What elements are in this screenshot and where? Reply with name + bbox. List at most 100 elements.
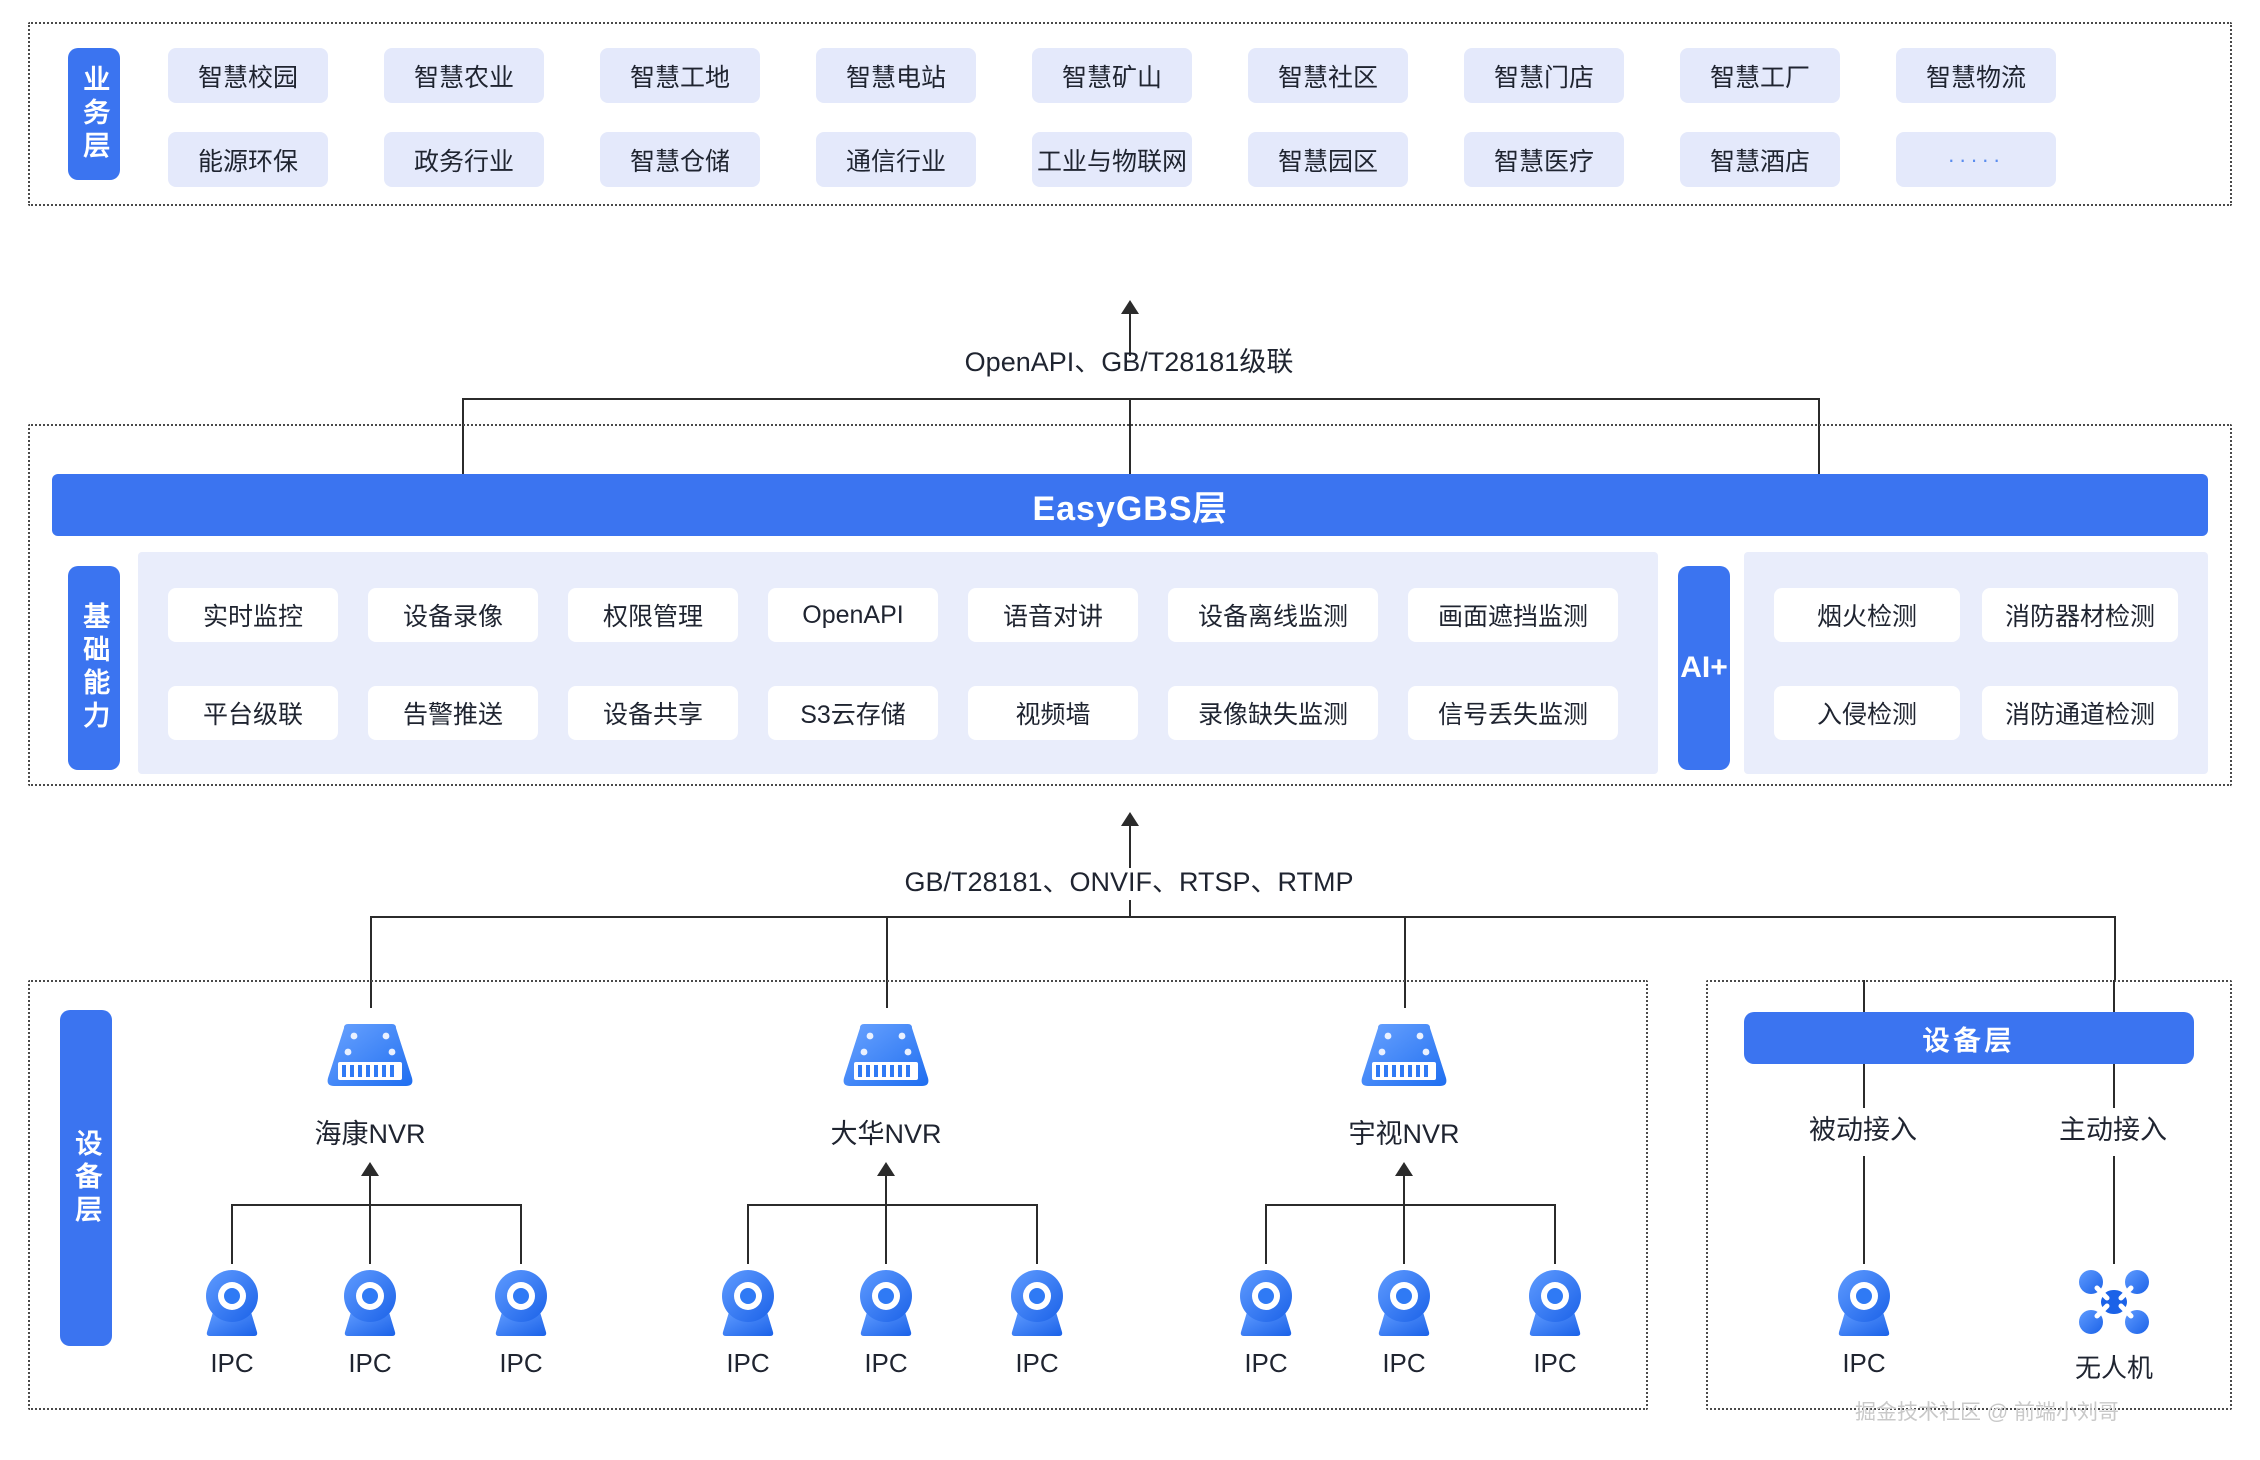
business-chip[interactable]: 政务行业 [384, 132, 544, 187]
nvr-icon-haikang [322, 1022, 418, 1105]
ipc-icon [1831, 1266, 1897, 1343]
ai-chip[interactable]: 消防通道检测 [1982, 686, 2178, 740]
business-chip[interactable]: 智慧仓储 [600, 132, 760, 187]
nvr-icon-dahua [838, 1022, 934, 1105]
right-branch-active-mid [2113, 1064, 2115, 1108]
capability-chip[interactable]: 录像缺失监测 [1168, 686, 1378, 740]
ipc-icon [853, 1266, 919, 1343]
business-chip[interactable]: 智慧社区 [1248, 48, 1408, 103]
easygbs-band: EasyGBS层 [52, 474, 2208, 536]
capability-chip[interactable]: S3云存储 [768, 686, 938, 740]
connector-top-label: OpenAPI、GB/T28181级联 [964, 347, 1294, 377]
connector-bottom-bus [370, 916, 2114, 918]
ipc-camera-icon [1838, 1270, 1890, 1336]
nvr-drop-1 [370, 916, 372, 1008]
nvr-3-stem [1403, 1174, 1405, 1204]
business-chip[interactable]: 智慧工地 [600, 48, 760, 103]
capability-chip[interactable]: 权限管理 [568, 588, 738, 642]
drone-icon-wrap [2077, 1268, 2151, 1341]
ipc-label: IPC [1244, 1348, 1288, 1378]
nvr-label: 宇视NVR [1348, 1119, 1460, 1149]
business-chip[interactable]: 能源环保 [168, 132, 328, 187]
capability-chip[interactable]: 画面遮挡监测 [1408, 588, 1618, 642]
nvr-3-arrowhead [1395, 1162, 1413, 1176]
device-label: 无人机 [2074, 1353, 2153, 1383]
capability-chip[interactable]: 平台级联 [168, 686, 338, 740]
ipc-icon [1522, 1266, 1588, 1343]
device-layer-right-title: 设备层 [1744, 1012, 2194, 1064]
ipc-label: IPC [499, 1348, 543, 1378]
device-layer-right-frame [1706, 980, 2232, 1410]
connector-bottom-stem [1129, 824, 1131, 868]
business-layer-label: 业务层 [68, 48, 120, 180]
right-branch-active-low [2113, 1156, 2115, 1264]
ai-plus-panel [1744, 552, 2208, 774]
business-chip[interactable]: 工业与物联网 [1032, 132, 1192, 187]
nvr-1-bus [231, 1204, 521, 1206]
business-chip-more[interactable]: ····· [1896, 132, 2056, 187]
ipc-icon [715, 1266, 781, 1343]
nvr-2-bus [747, 1204, 1037, 1206]
ipc-label: IPC [348, 1348, 392, 1378]
ipc-riser [885, 1204, 887, 1264]
capability-chip[interactable]: 设备录像 [368, 588, 538, 642]
ipc-camera-icon [1529, 1270, 1581, 1336]
capability-chip[interactable]: 语音对讲 [968, 588, 1138, 642]
capability-chip[interactable]: 设备共享 [568, 686, 738, 740]
drone-icon [2079, 1270, 2149, 1334]
ipc-label: IPC [864, 1348, 908, 1378]
access-mode-label: 被动接入 [1809, 1115, 1917, 1145]
business-chip[interactable]: 智慧农业 [384, 48, 544, 103]
device-label: IPC [1842, 1348, 1886, 1378]
nvr-3-bus [1265, 1204, 1555, 1206]
watermark: 掘金技术社区 @ 前端小刘哥 [1855, 1401, 2119, 1424]
ipc-camera-icon [344, 1270, 396, 1336]
nvr-label: 海康NVR [314, 1119, 426, 1149]
ipc-icon [199, 1266, 265, 1343]
business-chip[interactable]: 智慧酒店 [1680, 132, 1840, 187]
nvr-2-arrowhead [877, 1162, 895, 1176]
nvr-1-arrowhead [361, 1162, 379, 1176]
ipc-riser [1403, 1204, 1405, 1264]
ipc-camera-icon [722, 1270, 774, 1336]
business-chip[interactable]: 智慧园区 [1248, 132, 1408, 187]
business-chip[interactable]: 智慧门店 [1464, 48, 1624, 103]
capability-chip[interactable]: 信号丢失监测 [1408, 686, 1618, 740]
ipc-label: IPC [1382, 1348, 1426, 1378]
connector-top-stem [1129, 312, 1131, 356]
ipc-riser [231, 1204, 233, 1264]
capability-chip[interactable]: 实时监控 [168, 588, 338, 642]
business-chip[interactable]: 智慧校园 [168, 48, 328, 103]
base-capability-panel [138, 552, 1658, 774]
ai-chip[interactable]: 烟火检测 [1774, 588, 1960, 642]
ipc-icon [1004, 1266, 1070, 1343]
ai-chip[interactable]: 消防器材检测 [1982, 588, 2178, 642]
ipc-riser [747, 1204, 749, 1264]
nvr-device-icon [843, 1024, 929, 1086]
capability-chip[interactable]: OpenAPI [768, 588, 938, 642]
right-branch-active-top [2113, 980, 2115, 1012]
business-chip[interactable]: 智慧电站 [816, 48, 976, 103]
business-chip[interactable]: 智慧工厂 [1680, 48, 1840, 103]
ipc-camera-icon [495, 1270, 547, 1336]
ipc-label: IPC [210, 1348, 254, 1378]
ipc-camera-icon [1240, 1270, 1292, 1336]
ai-chip[interactable]: 入侵检测 [1774, 686, 1960, 740]
capability-chip[interactable]: 告警推送 [368, 686, 538, 740]
business-chip[interactable]: 智慧医疗 [1464, 132, 1624, 187]
capability-chip[interactable]: 设备离线监测 [1168, 588, 1378, 642]
ipc-camera-icon [860, 1270, 912, 1336]
connector-top-left-drop [462, 398, 464, 484]
device-layer-left-label: 设备层 [60, 1010, 112, 1346]
connector-top-bus [462, 398, 1820, 400]
ipc-label: IPC [1533, 1348, 1577, 1378]
connector-top-arrowhead [1121, 300, 1139, 314]
business-chip[interactable]: 智慧物流 [1896, 48, 2056, 103]
capability-chip[interactable]: 视频墙 [968, 686, 1138, 740]
nvr-label: 大华NVR [830, 1119, 942, 1149]
ipc-camera-icon [1011, 1270, 1063, 1336]
ipc-riser [1036, 1204, 1038, 1264]
business-chip[interactable]: 智慧矿山 [1032, 48, 1192, 103]
business-chip[interactable]: 通信行业 [816, 132, 976, 187]
ai-plus-label: AI+ [1678, 566, 1730, 770]
